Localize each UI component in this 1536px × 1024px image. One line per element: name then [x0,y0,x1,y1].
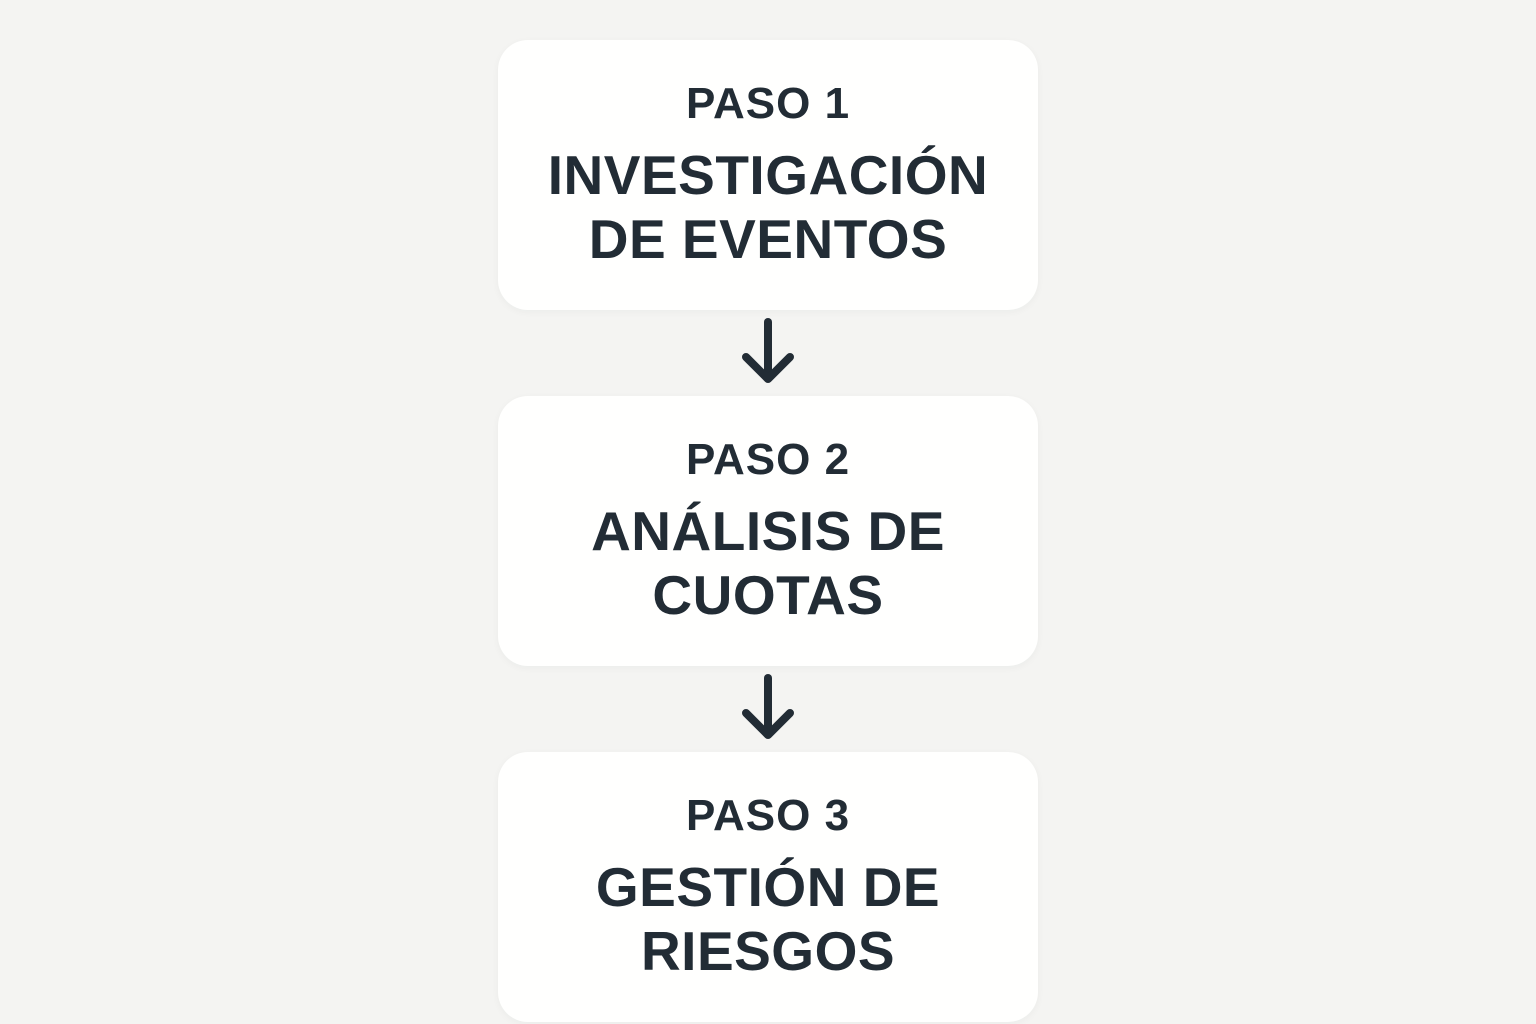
down-arrow-icon [742,318,794,383]
down-arrow-icon [742,674,794,739]
connector-1 [730,310,806,396]
step-title: ANÁLISIS DE CUOTAS [591,499,945,626]
step-label: PASO 3 [685,790,851,840]
step-label: PASO 2 [685,434,851,484]
connector-2 [730,666,806,752]
step-label: PASO 1 [685,78,851,128]
flowchart: PASO 1 INVESTIGACIÓN DE EVENTOS PASO 2 A… [498,40,1038,1022]
step-card-3: PASO 3 GESTIÓN DE RIESGOS [498,752,1038,1022]
step-title: GESTIÓN DE RIESGOS [595,855,941,982]
step-card-1: PASO 1 INVESTIGACIÓN DE EVENTOS [498,40,1038,310]
step-card-2: PASO 2 ANÁLISIS DE CUOTAS [498,396,1038,666]
step-title: INVESTIGACIÓN DE EVENTOS [547,143,989,270]
